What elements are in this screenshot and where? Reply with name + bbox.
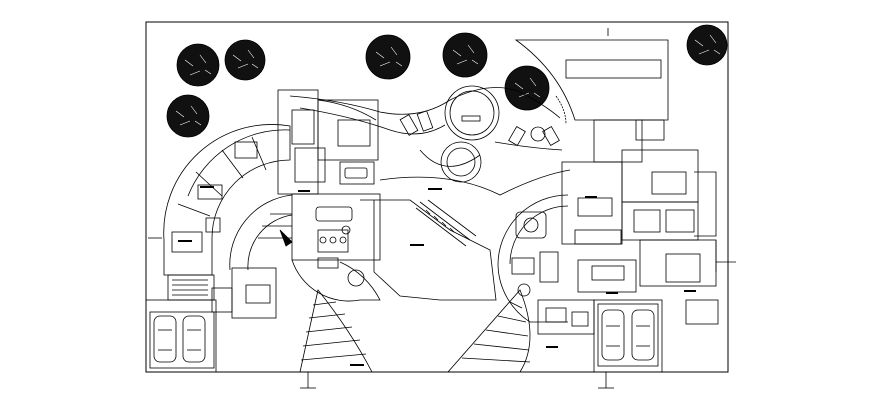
- trees: [166, 24, 728, 138]
- east-rooms: [561, 119, 717, 293]
- garage-right: [593, 299, 719, 373]
- dimension-marks: [148, 28, 736, 389]
- left-rotunda: [229, 194, 381, 302]
- garage-left: [145, 274, 217, 373]
- tree-icon: [504, 65, 550, 111]
- car-icon: [631, 309, 655, 361]
- car-icon: [182, 315, 206, 363]
- car-icon: [153, 315, 177, 363]
- tree-icon: [686, 24, 728, 66]
- stair-left: [299, 289, 373, 373]
- tree-icon: [224, 39, 266, 81]
- swimming-pool: [419, 85, 500, 183]
- west-wing: [163, 124, 291, 276]
- study-room: [537, 299, 595, 335]
- guest-bedroom: [211, 267, 277, 319]
- tree-icon: [176, 43, 220, 87]
- car-icon: [601, 309, 625, 361]
- garden-walkway: [289, 87, 561, 119]
- room-label-marks: [178, 186, 696, 366]
- central-left-block: [277, 89, 381, 261]
- central-hall: [360, 169, 571, 301]
- patio-furniture: [399, 110, 560, 146]
- tree-icon: [442, 32, 488, 78]
- tree-icon: [365, 34, 411, 80]
- stair-right: [447, 289, 531, 373]
- tree-texture: [175, 34, 721, 126]
- tree-icon: [166, 94, 210, 138]
- site-boundary: [145, 21, 729, 373]
- right-rotunda: [497, 194, 569, 323]
